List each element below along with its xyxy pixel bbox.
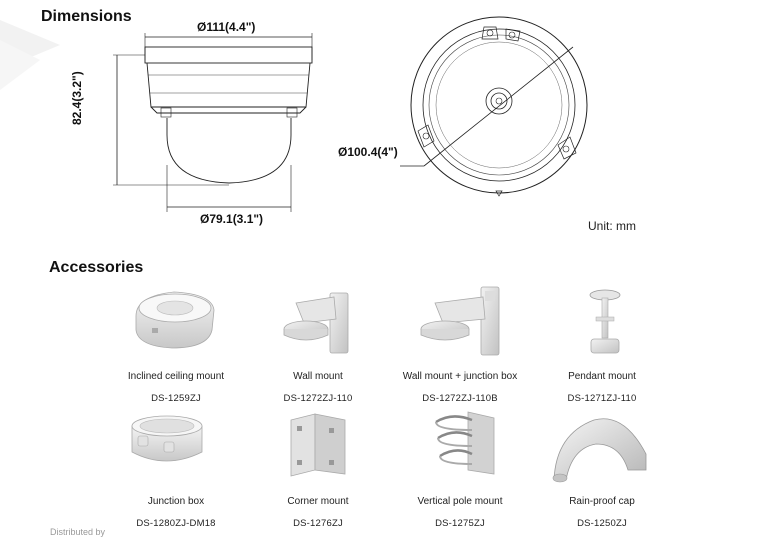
top-view-drawing	[400, 16, 588, 197]
accessory-model: DS-1259ZJ	[151, 393, 201, 404]
wall-mount-junction-box-icon	[420, 286, 500, 356]
accessory-name: Inclined ceiling mount	[127, 371, 225, 382]
accessory-model: DS-1280ZJ-DM18	[136, 518, 216, 529]
accessory-item: Wall mount + junction box DS-1272ZJ-110B	[375, 371, 545, 404]
wall-mount-icon	[283, 292, 349, 354]
accessory-name: Junction box	[147, 496, 205, 507]
unit-label: Unit: mm	[588, 219, 636, 233]
side-top-width-label: Ø111(4.4")	[197, 20, 256, 34]
dimensions-title: Dimensions	[41, 8, 132, 25]
side-bottom-width-label: Ø79.1(3.1")	[200, 212, 264, 226]
accessory-name: Pendant mount	[568, 371, 636, 382]
corner-mount-icon	[290, 413, 346, 477]
watermark-decoration	[0, 20, 60, 90]
pendant-mount-icon	[589, 289, 621, 354]
accessory-name: Wall mount + junction box	[402, 371, 518, 382]
vertical-pole-mount-icon	[435, 411, 495, 475]
accessory-model: DS-1275ZJ	[435, 518, 485, 529]
accessory-model: DS-1250ZJ	[577, 518, 627, 529]
junction-box-icon	[131, 415, 203, 462]
accessory-item: Corner mount DS-1276ZJ	[233, 496, 403, 529]
rain-proof-cap-icon	[552, 418, 647, 483]
accessory-item: Wall mount DS-1272ZJ-110	[233, 371, 403, 404]
accessories-title: Accessories	[49, 259, 144, 276]
accessory-name: Wall mount	[293, 371, 343, 382]
accessory-name: Vertical pole mount	[417, 496, 503, 507]
accessory-item: Vertical pole mount DS-1275ZJ	[375, 496, 545, 529]
top-diameter-label: Ø100.4(4")	[338, 145, 398, 159]
accessory-item: Junction box DS-1280ZJ-DM18	[91, 496, 261, 529]
accessory-name: Corner mount	[287, 496, 349, 507]
side-height-label: 82.4(3.2")	[70, 71, 84, 125]
accessory-model: DS-1276ZJ	[293, 518, 343, 529]
distributed-by-label: Distributed by	[50, 527, 106, 537]
accessory-item: Pendant mount DS-1271ZJ-110	[517, 371, 687, 404]
accessory-model: DS-1271ZJ-110	[567, 393, 637, 404]
accessory-item: Rain-proof cap DS-1250ZJ	[517, 496, 687, 529]
accessory-model: DS-1272ZJ-110	[283, 393, 353, 404]
side-view-drawing	[113, 33, 313, 212]
inclined-ceiling-mount-icon	[135, 291, 215, 349]
accessory-item: Inclined ceiling mount DS-1259ZJ	[91, 371, 261, 404]
accessory-model: DS-1272ZJ-110B	[422, 393, 498, 404]
accessory-name: Rain-proof cap	[569, 496, 635, 507]
